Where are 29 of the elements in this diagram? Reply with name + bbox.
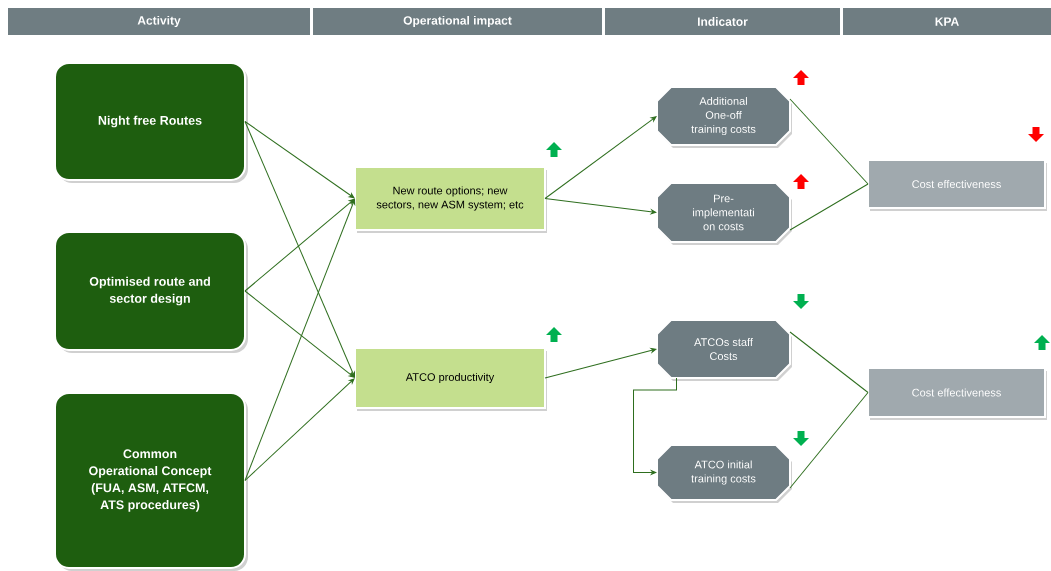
arrow bbox=[244, 121, 355, 378]
indicator-octagon: ATCO initial training costs bbox=[656, 444, 792, 503]
arrow bbox=[544, 198, 657, 215]
indicator-octagon: Pre- implementati on costs bbox=[656, 182, 792, 245]
arrow bbox=[244, 121, 355, 199]
connector-line bbox=[789, 392, 869, 489]
impact-box: New route options; new sectors, new ASM system; etc bbox=[354, 166, 547, 233]
header-band: Activity bbox=[8, 8, 310, 35]
activity-box: Common Operational Concept (FUA, ASM, ATFCM, ATS procedures) bbox=[54, 392, 248, 571]
header-band: Operational impact bbox=[313, 8, 602, 35]
kpa-box: Cost effectiveness bbox=[867, 367, 1047, 420]
connector-line bbox=[789, 331, 869, 393]
elbow-arrow bbox=[633, 377, 677, 475]
impact-box: ATCO productivity bbox=[354, 347, 547, 411]
header-band: Indicator bbox=[605, 8, 840, 35]
arrow bbox=[544, 348, 657, 379]
arrow bbox=[544, 116, 657, 199]
header-band: KPA bbox=[843, 8, 1051, 35]
indicator-octagon: Additional One-off training costs bbox=[656, 86, 792, 148]
arrow bbox=[244, 378, 355, 481]
indicator-octagon: ATCOs staff Costs bbox=[656, 319, 792, 381]
activity-box: Night free Routes bbox=[54, 62, 248, 183]
activity-box: Optimised route and sector design bbox=[54, 231, 248, 353]
arrow bbox=[244, 290, 355, 378]
arrow bbox=[244, 199, 356, 481]
arrow bbox=[244, 198, 355, 292]
connector-line bbox=[789, 183, 869, 231]
connector-line bbox=[789, 98, 869, 185]
kpa-box: Cost effectiveness bbox=[867, 159, 1047, 211]
